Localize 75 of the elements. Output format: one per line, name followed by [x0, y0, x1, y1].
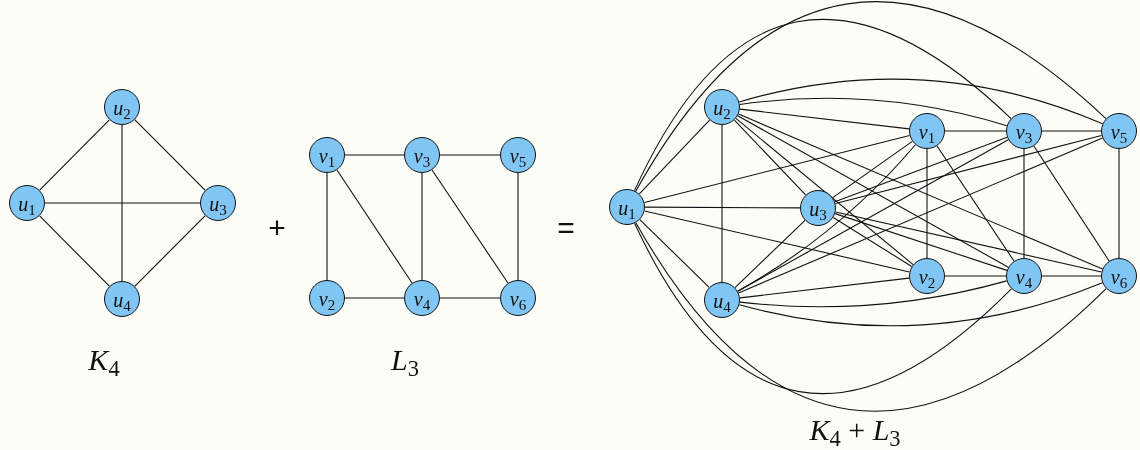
graph-vertex: v$_{5}$: [500, 137, 536, 173]
graph-edge: [721, 124, 723, 283]
graph-edge: [439, 297, 501, 299]
graph-edge: [44, 202, 201, 204]
graph-edge: [739, 97, 1008, 127]
graph-vertex: u$_{1}$: [9, 185, 45, 221]
graph-edge: [517, 172, 519, 281]
graph-edge: [944, 130, 1007, 132]
graph-edge: [944, 275, 1007, 277]
graph-edge: [421, 172, 423, 281]
graph-vertex: v$_{2}$: [309, 280, 345, 316]
graph-edge: [1023, 148, 1025, 259]
graph-edge: [643, 134, 911, 204]
graph-vertex: u$_{3}$: [200, 185, 236, 221]
graph-vertex: u$_{4}$: [704, 282, 740, 318]
graph-vertex: v$_{4}$: [1006, 258, 1042, 294]
graph-edge: [835, 211, 1102, 273]
graph-edge: [834, 213, 1008, 271]
graph-edge: [344, 297, 405, 299]
graph-edge: [39, 119, 110, 191]
graph-edge: [737, 139, 1009, 292]
graph-edge: [134, 215, 206, 287]
graph-edge: [326, 172, 328, 281]
graph-edge: [439, 154, 501, 156]
graph-edge: [635, 222, 1107, 412]
graph-edge: [134, 119, 206, 191]
graph-vertex: u$_{4}$: [104, 281, 140, 317]
graph-label: =: [557, 213, 575, 243]
graph-vertex: u$_{2}$: [104, 89, 140, 125]
graph-edge: [734, 219, 806, 289]
graph-vertex: u$_{3}$: [800, 190, 836, 226]
graph-edge: [431, 169, 509, 284]
graph-vertex: u$_{1}$: [609, 189, 645, 225]
graph-edge: [344, 154, 405, 156]
graph-edge: [739, 108, 910, 130]
graph-edge: [926, 148, 928, 259]
graph-edge: [635, 1, 1107, 192]
graph-edge: [121, 124, 123, 282]
graph-edge: [738, 113, 1103, 270]
graph-edge: [834, 136, 1008, 203]
graph-label: +: [268, 213, 286, 243]
graph-edge: [737, 115, 1009, 268]
graph-edge: [733, 119, 807, 196]
graph-edge: [638, 119, 711, 195]
graph-edge: [832, 140, 913, 199]
graph-edge: [39, 215, 110, 287]
graph-edge: [639, 219, 710, 288]
graph-label: K$_{4}$: [88, 345, 120, 375]
graph-edge: [738, 282, 1103, 327]
graph-vertex: v$_{6}$: [1101, 258, 1137, 294]
graph-edge: [644, 210, 910, 273]
graph-label: L$_{3}$: [391, 345, 419, 375]
graph-vertex: u$_{2}$: [704, 89, 740, 125]
graph-edge: [1033, 145, 1110, 262]
graph-edge: [1118, 148, 1120, 259]
graph-vertex: v$_{1}$: [909, 113, 945, 149]
graph-edge: [834, 134, 1103, 205]
graph-vertex: v$_{3}$: [1006, 113, 1042, 149]
graph-vertex: v$_{5}$: [1101, 113, 1137, 149]
graph-edge: [739, 277, 910, 299]
graph-vertex: v$_{2}$: [909, 258, 945, 294]
graph-edge: [738, 137, 1103, 294]
graph-vertex: v$_{3}$: [404, 137, 440, 173]
graph-edge: [1041, 275, 1102, 277]
graph-label: K$_{4}$ + L$_{3}$: [809, 415, 901, 445]
graph-edge: [644, 206, 801, 209]
graph-edge: [735, 117, 914, 266]
graph-vertex: v$_{1}$: [309, 137, 345, 173]
graph-edge: [336, 169, 413, 284]
graph-vertex: v$_{4}$: [404, 280, 440, 316]
graph-vertex: v$_{6}$: [500, 280, 536, 316]
graph-edge: [1041, 130, 1102, 132]
graph-edge: [832, 217, 913, 268]
graph-edge: [739, 280, 1008, 308]
graph-edge: [936, 145, 1015, 262]
